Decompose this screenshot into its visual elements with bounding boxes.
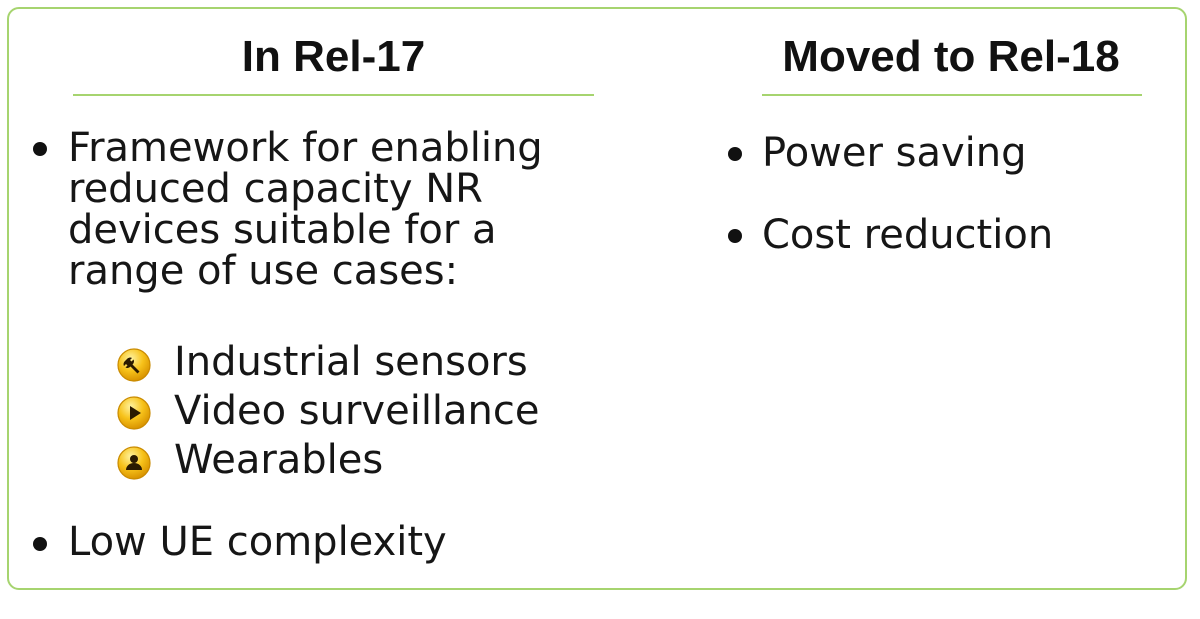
bullet-dot — [728, 229, 742, 243]
person-icon — [117, 446, 151, 480]
bullet-cost-reduction: Cost reduction — [762, 212, 1054, 258]
bullet-low-ue-complexity: Low UE complexity — [68, 519, 447, 565]
bullet-framework-line-3: devices suitable for a — [68, 207, 497, 253]
use-case-video-surveillance: Video surveillance — [174, 388, 540, 434]
bullet-framework-line-2: reduced capacity NR — [68, 166, 483, 212]
play-icon — [117, 396, 151, 430]
bullet-dot — [728, 147, 742, 161]
left-heading-rule — [73, 94, 594, 96]
bullet-dot — [33, 537, 47, 551]
right-heading: Moved to Rel-18 — [782, 32, 1120, 81]
bullet-framework-line-4: range of use cases: — [68, 248, 459, 294]
bullet-dot — [33, 142, 47, 156]
right-heading-rule — [762, 94, 1142, 96]
wrench-icon — [117, 348, 151, 382]
left-heading: In Rel-17 — [241, 32, 426, 81]
content-panel — [7, 7, 1187, 590]
use-case-wearables: Wearables — [174, 437, 384, 483]
bullet-power-saving: Power saving — [762, 130, 1027, 176]
use-case-industrial-sensors: Industrial sensors — [174, 339, 528, 385]
bullet-framework-line-1: Framework for enabling — [68, 125, 543, 171]
